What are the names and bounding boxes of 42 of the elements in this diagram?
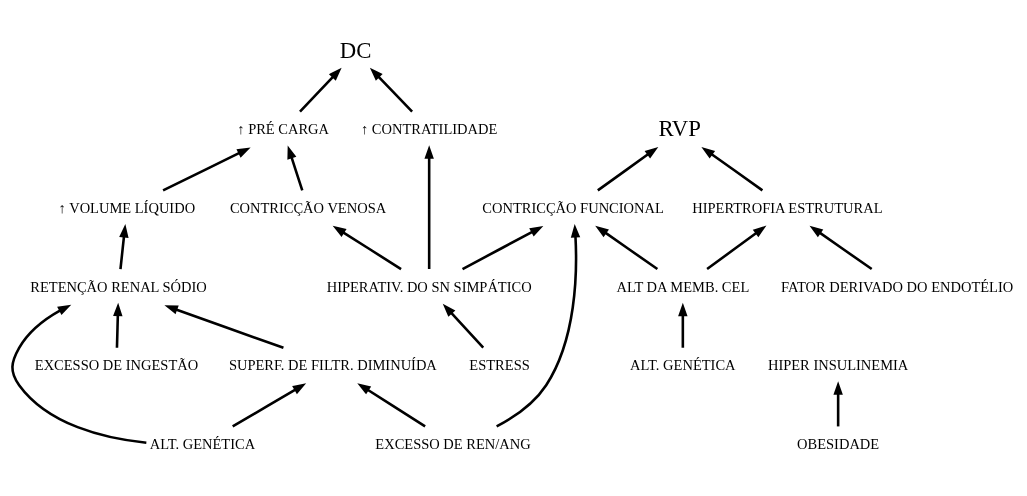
node-text: ↑ PRÉ CARGA: [237, 120, 330, 137]
arrow: [164, 304, 284, 349]
node-text: RETENÇÃO RENAL SÓDIO: [30, 278, 207, 295]
node-text: EXCESSO DE REN/ANG: [375, 435, 531, 452]
arrow: [424, 144, 434, 269]
arrow: [833, 380, 843, 426]
arrow: [496, 223, 581, 428]
node-text: ALT DA MEMB. CEL: [616, 278, 750, 295]
node-text: HIPERTROFIA ESTRUTURAL: [692, 199, 883, 216]
arrow: [597, 146, 659, 191]
node-text: EXCESSO DE INGESTÃO: [34, 356, 199, 373]
arrow: [357, 382, 426, 427]
arrow: [287, 144, 304, 191]
arrow: [706, 225, 767, 270]
node-text: ↑ CONTRATILIDADE: [360, 120, 498, 137]
arrow: [678, 302, 688, 348]
arrow: [332, 225, 402, 270]
arrow: [461, 225, 544, 270]
arrow: [162, 146, 251, 191]
arrow: [119, 223, 129, 269]
node-text: DC: [339, 37, 372, 63]
arrow: [809, 225, 873, 270]
node-text: FATOR DERIVADO DO ENDOTÉLIO: [781, 278, 1014, 295]
arrow: [113, 302, 123, 348]
node-text: CONTRICÇÃO FUNCIONAL: [482, 199, 664, 216]
node-text: HIPER INSULINEMIA: [767, 356, 909, 373]
node-text: ALT. GENÉTICA: [149, 435, 256, 452]
node-text: HIPERATIV. DO SN SIMPÁTICO: [326, 278, 532, 295]
node-text: ALT. GENÉTICA: [630, 356, 736, 373]
node-text: OBESIDADE: [797, 435, 880, 452]
node-text: SUPERF. DE FILTR. DIMINUÍDA: [228, 356, 437, 373]
node-text: CONTRICÇÃO VENOSA: [229, 199, 387, 216]
node-text: RVP: [658, 115, 701, 141]
node-text: ESTRESS: [469, 356, 530, 373]
arrow: [11, 304, 147, 444]
arrow: [442, 303, 485, 349]
node-text: ↑ VOLUME LÍQUIDO: [58, 199, 196, 216]
arrow: [369, 67, 414, 113]
arrow: [595, 225, 659, 270]
arrow: [701, 146, 764, 191]
arrow: [232, 382, 307, 428]
arrow: [299, 67, 342, 113]
